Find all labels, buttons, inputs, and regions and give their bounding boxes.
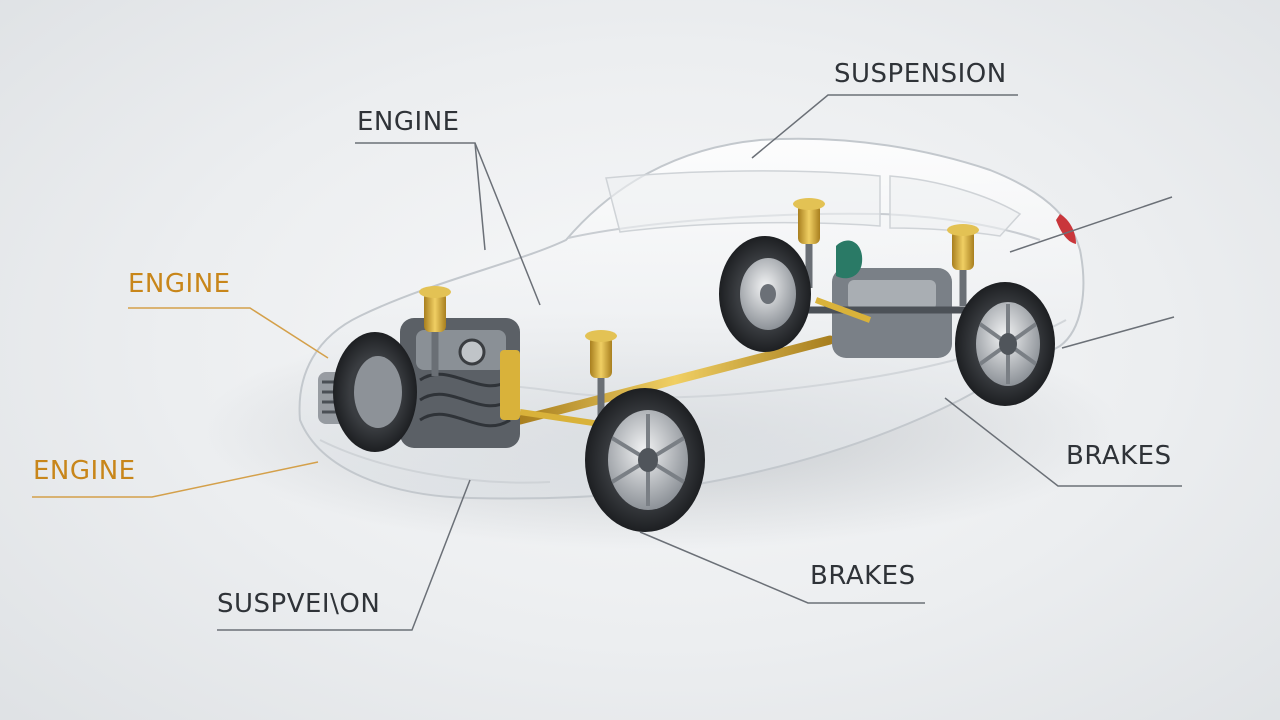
wheel-front-left (333, 332, 417, 452)
leader-line-engine-middle (128, 307, 329, 359)
wheel-rear-right (955, 282, 1055, 406)
label-engine-bottom: ENGINE (33, 456, 136, 486)
leader-line-engine-bottom (32, 461, 319, 498)
wheel-rear-left (719, 236, 811, 352)
leader-lines (32, 94, 1182, 631)
label-engine-top: ENGINE (357, 107, 460, 137)
drive-shaft (515, 335, 835, 425)
leader-line-suspension-top (751, 94, 1018, 159)
leader-line-engine-top-2 (474, 142, 486, 251)
leader-line-brakes-bottom (639, 531, 925, 604)
engine-block (400, 318, 520, 448)
label-engine-middle: ENGINE (128, 269, 231, 299)
label-suspension-bottom: SUSPVEI\ON (217, 589, 381, 619)
label-brakes-right: BRAKES (1066, 441, 1172, 471)
suspension-struts (419, 198, 979, 427)
leader-line-brakes-right (944, 397, 1182, 487)
label-brakes-bottom: BRAKES (810, 561, 916, 591)
rear-differential (800, 240, 980, 358)
leader-line-suspension-bottom (217, 479, 471, 631)
wheel-front-right (585, 388, 705, 532)
label-suspension-top: SUSPENSION (834, 59, 1007, 89)
